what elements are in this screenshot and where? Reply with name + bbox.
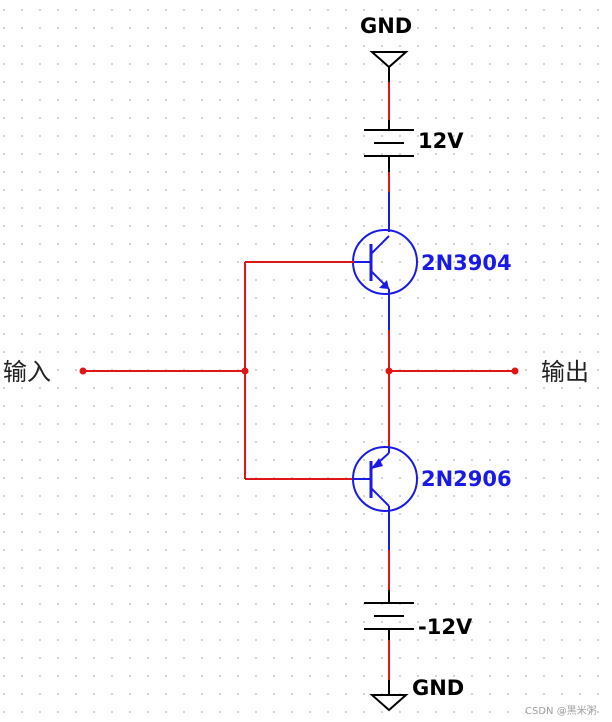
battery-top-icon bbox=[364, 120, 414, 172]
battery-bottom-icon bbox=[364, 590, 414, 640]
output-label: 输出 bbox=[541, 358, 589, 386]
battery-top-label: 12V bbox=[418, 129, 464, 153]
npn-label: 2N3904 bbox=[421, 251, 512, 275]
gnd-top-label: GND bbox=[360, 14, 412, 38]
pnp-transistor-icon bbox=[352, 446, 418, 550]
watermark: CSDN @黑米粥 bbox=[525, 704, 597, 717]
pnp-label: 2N2906 bbox=[421, 467, 512, 491]
input-terminal-dot[interactable] bbox=[79, 367, 87, 375]
input-junction-dot bbox=[241, 367, 249, 375]
ground-symbol-top-icon bbox=[369, 51, 409, 82]
output-junction-dot bbox=[385, 367, 393, 375]
gnd-bottom-label: GND bbox=[412, 676, 464, 700]
battery-bottom-label: -12V bbox=[418, 615, 473, 639]
output-terminal-dot[interactable] bbox=[511, 367, 519, 375]
ground-symbol-bottom-icon bbox=[369, 680, 409, 712]
grid-dots bbox=[3, 9, 599, 713]
npn-transistor-icon bbox=[352, 192, 418, 330]
input-label: 输入 bbox=[3, 358, 51, 386]
